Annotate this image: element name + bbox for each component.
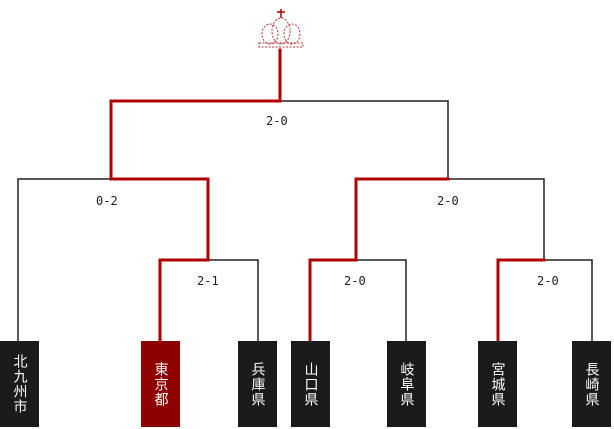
team-box: 岐阜県 [387, 341, 426, 427]
team-box: 長崎県 [572, 341, 611, 427]
score-qf-3: 2-0 [537, 274, 559, 288]
crown-icon [258, 9, 304, 48]
team-name: 岐阜県 [398, 361, 415, 407]
score-semi-left: 0-2 [96, 194, 118, 208]
team-box: 山口県 [291, 341, 330, 427]
team-box: 北九州市 [0, 341, 39, 427]
team-name: 長崎県 [583, 361, 600, 407]
score-qf-2: 2-0 [344, 274, 366, 288]
score-final: 2-0 [266, 114, 288, 128]
team-name: 北九州市 [11, 354, 28, 414]
team-box: 宮城県 [478, 341, 517, 427]
team-name: 山口県 [302, 361, 319, 407]
team-name: 東京都 [152, 361, 169, 407]
team-box-champion: 東京都 [141, 341, 180, 427]
score-qf-1: 2-1 [197, 274, 219, 288]
team-box: 兵庫県 [238, 341, 277, 427]
score-semi-right: 2-0 [437, 194, 459, 208]
bracket-lines [17, 100, 593, 341]
team-name: 宮城県 [489, 361, 506, 407]
team-name: 兵庫県 [249, 361, 266, 407]
winner-path [109, 48, 546, 343]
